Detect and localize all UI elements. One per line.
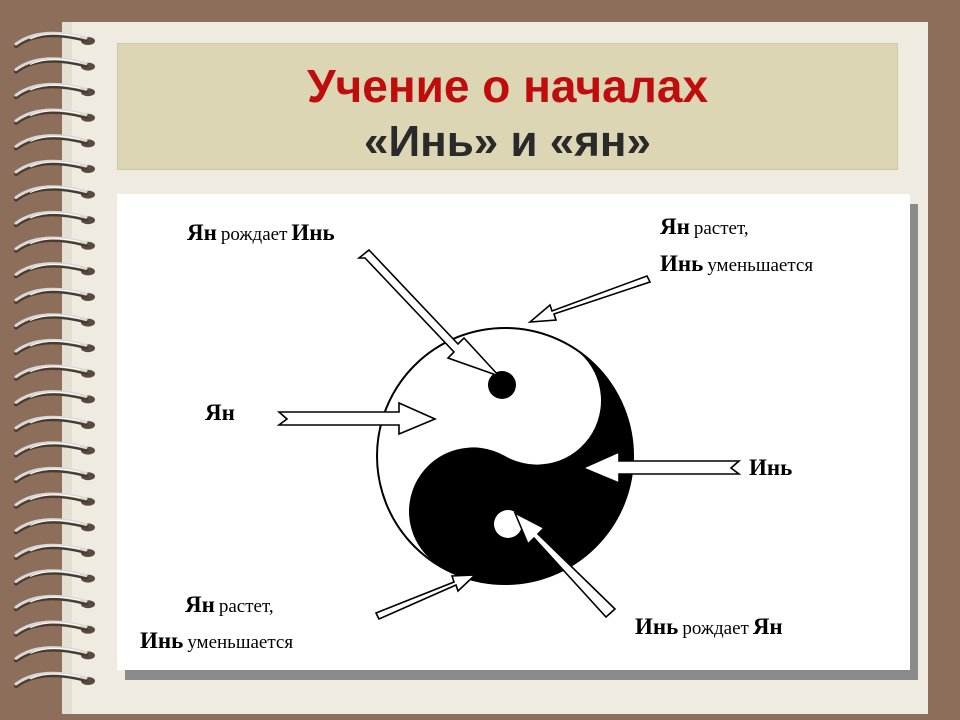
binding-ring (14, 466, 95, 484)
binding-ring (14, 441, 95, 458)
binding-ring (14, 338, 95, 356)
label-word: Ян (185, 592, 215, 617)
label-yin-births-yang: Инь рождает Ян (635, 614, 783, 640)
binding-ring (14, 671, 95, 688)
binding-ring (14, 31, 95, 48)
arrow-yang-births-yin (356, 248, 500, 377)
label-word: Инь (635, 614, 679, 639)
diagram-panel: Ян рождает Инь Ян растет, Инь уменьшаетс… (117, 194, 910, 670)
label-yang-grows-top: Ян растет, Инь уменьшается (660, 210, 813, 284)
binding-ring (14, 620, 95, 637)
binding-ring (14, 108, 95, 125)
binding-ring (14, 543, 95, 560)
binding-ring (14, 185, 95, 202)
spiral-binding-icon (14, 31, 95, 688)
arrow-yin (580, 450, 742, 485)
label-word: Ян (752, 614, 783, 639)
binding-ring (14, 569, 95, 586)
yin-yang-icon (376, 327, 634, 585)
binding-ring (14, 82, 95, 100)
binding-ring (14, 313, 95, 330)
label-verb: растет, (693, 218, 749, 239)
title-box: Учение о началах «Инь» и «ян» (117, 43, 898, 170)
binding-ring (14, 236, 95, 253)
label-yang-grows-bottom: Ян растет, Инь уменьшается (140, 588, 293, 660)
label-word: Инь (660, 251, 704, 276)
binding-ring (14, 210, 95, 228)
binding-ring (14, 646, 95, 663)
label-verb: рождает (220, 224, 288, 245)
label-word: Ян (205, 400, 235, 425)
label-word: Ян (660, 214, 690, 239)
yin-yang-diagram (276, 248, 742, 621)
label-verb: растет, (218, 596, 274, 617)
label-word: Инь (291, 220, 335, 245)
arrow-yin-births-yang (513, 511, 617, 619)
binding-ring (14, 57, 95, 74)
binding-ring (14, 134, 95, 151)
slide-title: Учение о началах (306, 60, 709, 112)
label-word: Инь (140, 628, 184, 653)
arrow-yang-grows-bottom (374, 574, 478, 621)
label-word: Ян (187, 220, 217, 245)
slide-subtitle: «Инь» и «ян» (364, 117, 651, 166)
binding-ring (14, 364, 95, 381)
label-yang-births-yin: Ян рождает Инь (187, 220, 335, 246)
binding-ring (14, 594, 95, 612)
arrow-yang-grows-top (527, 275, 652, 323)
binding-ring (14, 415, 95, 432)
yin-dot (488, 371, 516, 399)
binding-ring (14, 287, 95, 304)
label-yang: Ян (205, 400, 235, 426)
binding-ring (14, 159, 95, 176)
binding-ring (14, 492, 95, 509)
label-verb: уменьшается (187, 632, 294, 653)
binding-ring (14, 262, 95, 279)
label-yin: Инь (749, 455, 792, 481)
arrow-yang (276, 401, 438, 436)
label-word: Инь (749, 455, 793, 480)
binding-ring (14, 390, 95, 407)
label-verb: уменьшается (707, 255, 814, 276)
binding-ring (14, 518, 95, 535)
yang-dot (494, 510, 522, 538)
label-verb: рождает (682, 618, 749, 639)
